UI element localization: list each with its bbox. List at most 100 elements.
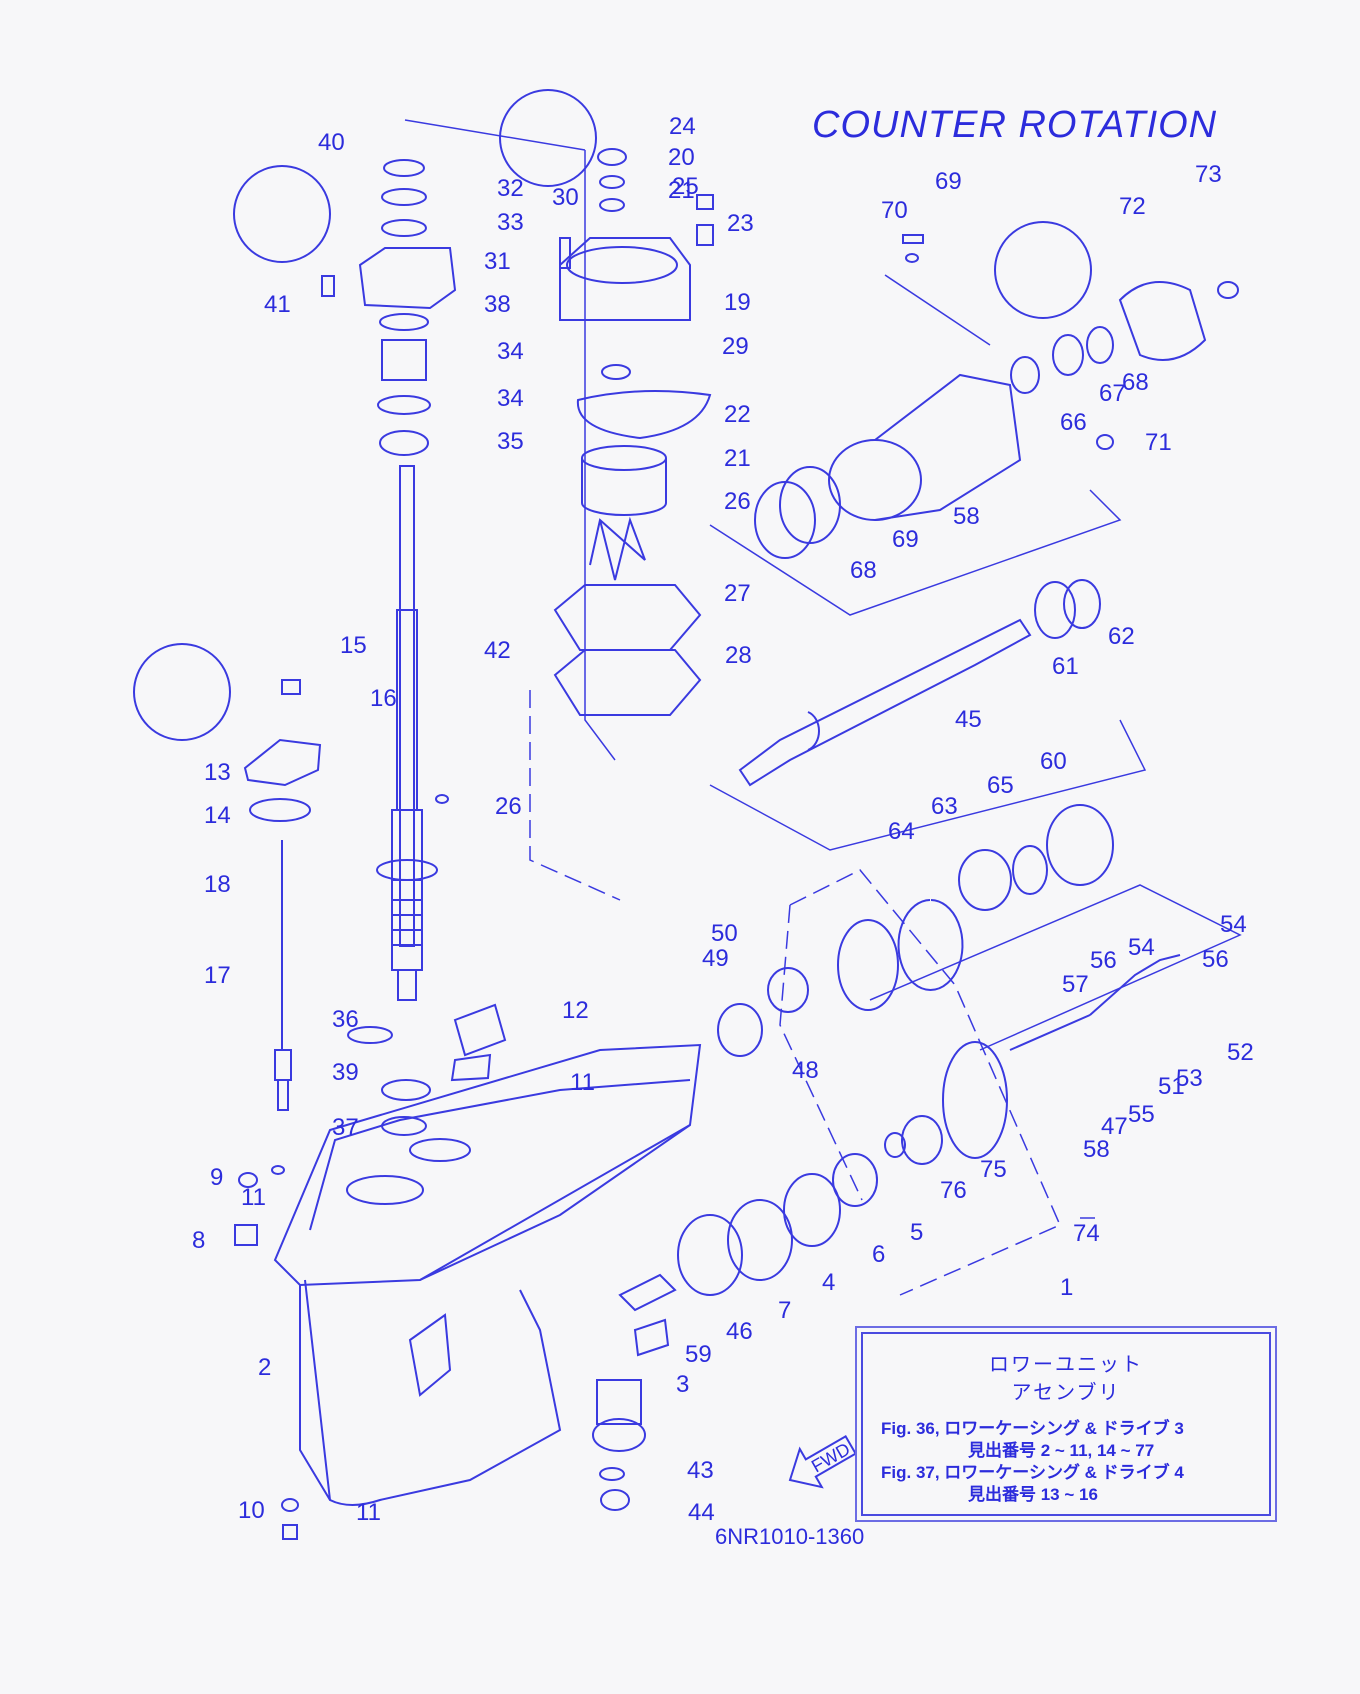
callout-66: 66 [1060,409,1087,436]
callout-73: 73 [1195,161,1222,188]
callout-57: 57 [1062,971,1089,998]
callout-32: 32 [497,175,524,202]
detail-bubble-prop-seal [994,221,1092,319]
callout-7: 7 [778,1297,791,1324]
callout-12: 12 [562,997,589,1024]
callout-65: 65 [987,772,1014,799]
callout-51: 51 [1158,1073,1185,1100]
callout-13: 13 [204,759,231,786]
callout-29: 29 [722,333,749,360]
callout-71: 71 [1145,429,1172,456]
drive-shaft [376,465,438,1001]
callout-50: 50 [711,920,738,947]
fwd-arrow-icon: FWD [788,1434,857,1489]
callout-5: 5 [910,1219,923,1246]
callout-14: 14 [204,802,231,829]
callout-17: 17 [204,962,231,989]
callout-70: 70 [881,197,908,224]
fig-ref-37: Fig. 37, ロワーケーシング & ドライブ 4 [881,1463,1184,1482]
callout-11: 11 [570,1069,595,1096]
callout-58: 58 [1083,1136,1110,1163]
fasteners [234,234,1239,1540]
callout-9: 9 [210,1164,223,1191]
callout-28: 28 [725,642,752,669]
callout-26: 26 [495,793,522,820]
callout-20: 20 [668,144,695,171]
callout-25: 25 [672,173,699,200]
callout-21: 21 [668,177,695,204]
detail-bubble-seal-lip [233,165,331,263]
lower-case [273,1043,702,1506]
callout-27: 27 [724,580,751,607]
callout-35: 35 [497,428,524,455]
water-pump-assembly [553,148,714,716]
propeller-shaft [738,579,1101,787]
callout-24: 24 [669,113,696,140]
callout-40: 40 [318,129,345,156]
callout-43: 43 [687,1457,714,1484]
callout-55: 55 [1128,1101,1155,1128]
callout-38: 38 [484,291,511,318]
callout-36: 36 [332,1006,359,1033]
callout-64: 64 [888,818,915,845]
callout-45: 45 [955,706,982,733]
callout-33: 33 [497,209,524,236]
callout-31: 31 [484,248,511,275]
page-title: COUNTER ROTATION [812,104,1218,146]
callout-6: 6 [872,1241,885,1268]
callout-52: 52 [1227,1039,1254,1066]
callout-63: 63 [931,793,958,820]
callout-75: 75 [980,1156,1007,1183]
callout-34: 34 [497,385,524,412]
upper-seal-parts [321,159,457,456]
callout-10: 10 [238,1497,265,1524]
callout-42: 42 [484,637,511,664]
drawing-code: 6NR1010-1360 [715,1524,865,1549]
leader-lines [404,119,1242,1219]
group-outlines [529,690,1061,1296]
callout-21: 21 [724,445,751,472]
callout-49: 49 [702,945,729,972]
fig-ref-36-range: 見出番号 2 ~ 11, 14 ~ 77 [968,1441,1155,1460]
gear-train [592,804,1181,1511]
fig-ref-37-range: 見出番号 13 ~ 16 [968,1485,1098,1504]
callout-68: 68 [1122,369,1149,396]
callout-62: 62 [1108,623,1135,650]
callout-41: 41 [264,291,291,318]
callout-11: 11 [241,1184,266,1211]
callout-19: 19 [724,289,751,316]
callout-15: 15 [340,632,367,659]
callout-labels: 1234567891011111112131415161718192021212… [192,113,1254,1526]
callout-16: 16 [370,685,397,712]
callout-23: 23 [727,210,754,237]
callout-1: 1 [1060,1274,1073,1301]
callout-53: 53 [1176,1065,1203,1092]
callout-69: 69 [935,168,962,195]
callout-69: 69 [892,526,919,553]
callout-54: 54 [1128,934,1155,961]
callout-67: 67 [1099,380,1126,407]
callout-34: 34 [497,338,524,365]
callout-48: 48 [792,1057,819,1084]
propeller-shaft-housing [754,281,1207,559]
callout-8: 8 [192,1227,205,1254]
callout-2: 2 [258,1354,271,1381]
callout-46: 46 [726,1318,753,1345]
callout-59: 59 [685,1341,712,1368]
callout-60: 60 [1040,748,1067,775]
callout-56: 56 [1090,947,1117,974]
callout-47: 47 [1101,1113,1128,1140]
callout-76: 76 [940,1177,967,1204]
callout-37: 37 [332,1114,359,1141]
callout-74: 74 [1073,1220,1100,1247]
callout-54: 54 [1220,911,1247,938]
callout-58: 58 [953,503,980,530]
callout-4: 4 [822,1269,835,1296]
callout-22: 22 [724,401,751,428]
callout-44: 44 [688,1499,715,1526]
callout-18: 18 [204,871,231,898]
callout-26: 26 [724,488,751,515]
callout-61: 61 [1052,653,1079,680]
callout-3: 3 [676,1371,689,1398]
